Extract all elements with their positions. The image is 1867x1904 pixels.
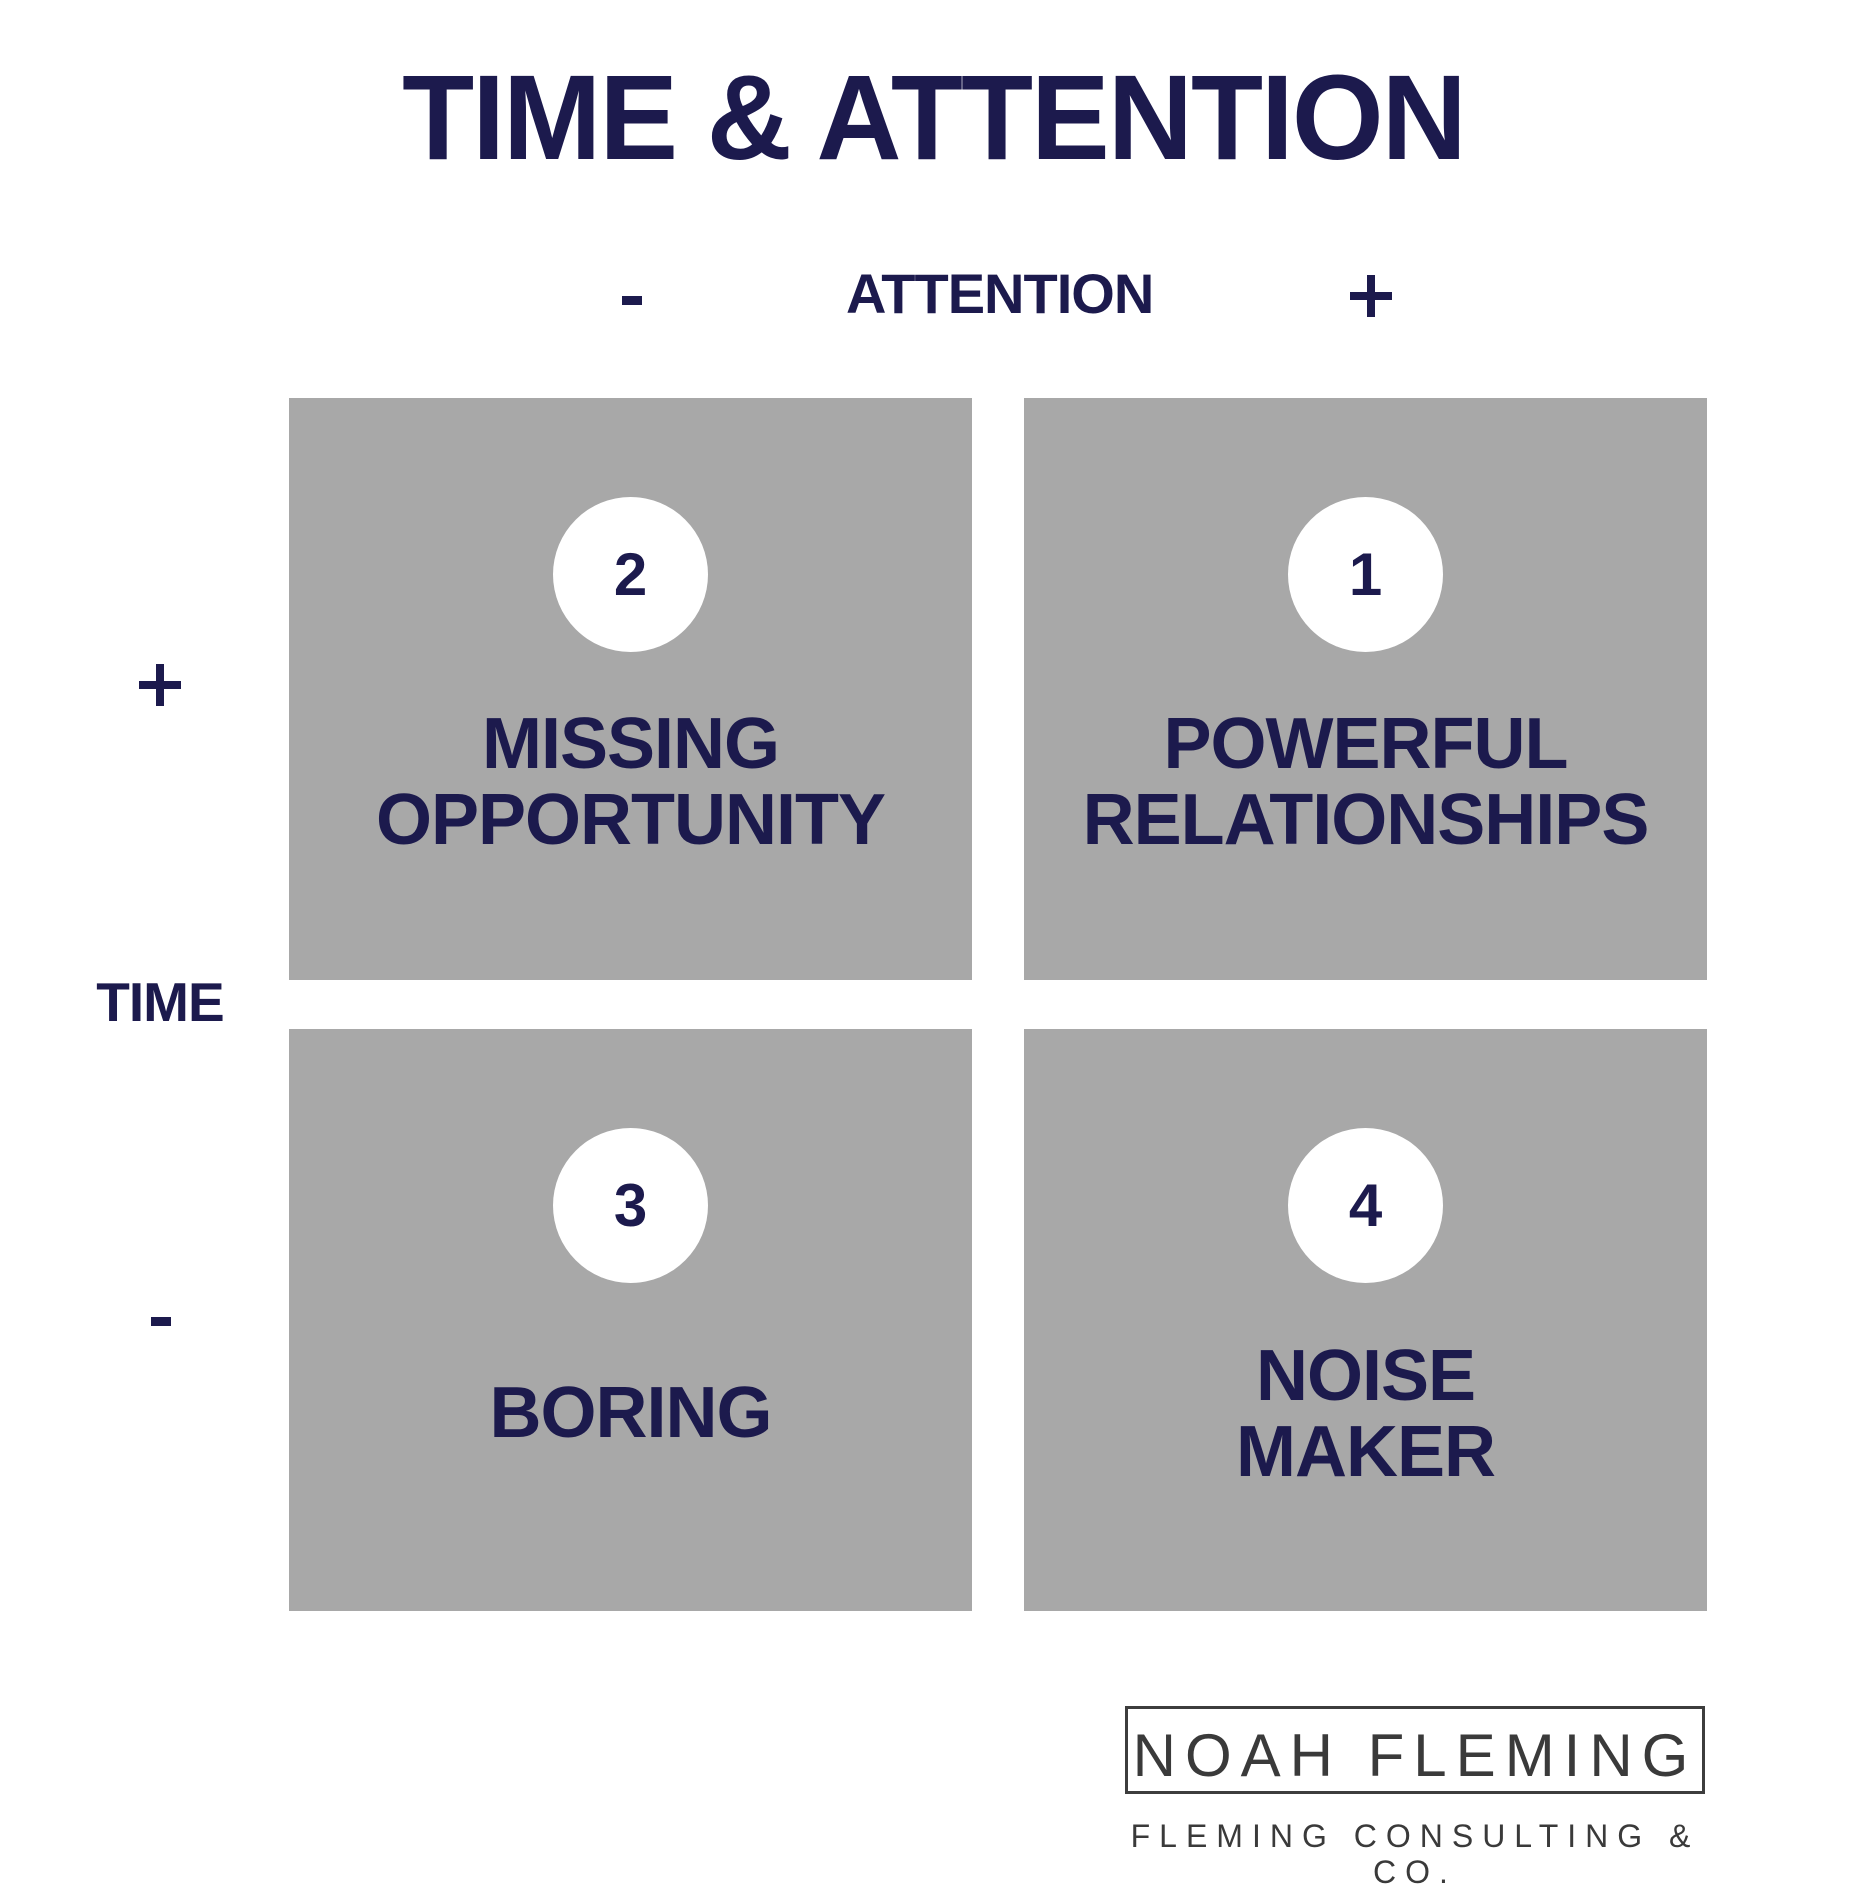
number-badge: 2 [553,497,708,652]
quadrant-label-line: BORING [489,1373,773,1453]
quadrant-label-line: RELATIONSHIPS [1082,780,1650,860]
attention-axis-label: ATTENTION [846,262,1154,325]
time-plus-icon [139,664,181,706]
time-axis-label: TIME [96,971,224,1033]
quadrant-label: BORING [289,1375,972,1451]
quadrant-label-line: MISSING [481,704,780,784]
quadrant-label-line: POWERFUL [1163,704,1569,784]
brand-tagline: FLEMING CONSULTING & CO. [1130,1818,1700,1890]
number-badge: 3 [553,1128,708,1283]
brand-logo-box: NOAH FLEMING [1125,1706,1705,1794]
quadrant-number: 1 [1348,540,1383,608]
quadrant-label-line: NOISE [1255,1336,1476,1416]
quadrant-number: 3 [613,1171,648,1239]
quadrant-label-line: OPPORTUNITY [375,780,886,860]
time-minus-icon [151,1317,171,1326]
quadrant-missing-opportunity: 2 MISSING OPPORTUNITY [289,398,972,980]
quadrant-label: MISSING OPPORTUNITY [289,706,972,858]
number-badge: 1 [1288,497,1443,652]
attention-plus-icon [1350,275,1392,317]
quadrant-number: 4 [1348,1171,1383,1239]
quadrant-label-line: MAKER [1236,1412,1496,1492]
attention-minus-icon [622,296,642,305]
diagram-title: TIME & ATTENTION [402,50,1467,186]
brand-name: NOAH FLEMING [1132,1722,1698,1789]
quadrant-powerful-relationships: 1 POWERFUL RELATIONSHIPS [1024,398,1707,980]
quadrant-label: NOISE MAKER [1024,1338,1707,1490]
quadrant-boring: 3 BORING [289,1029,972,1611]
number-badge: 4 [1288,1128,1443,1283]
quadrant-noise-maker: 4 NOISE MAKER [1024,1029,1707,1611]
quadrant-number: 2 [613,540,648,608]
quadrant-label: POWERFUL RELATIONSHIPS [1024,706,1707,858]
